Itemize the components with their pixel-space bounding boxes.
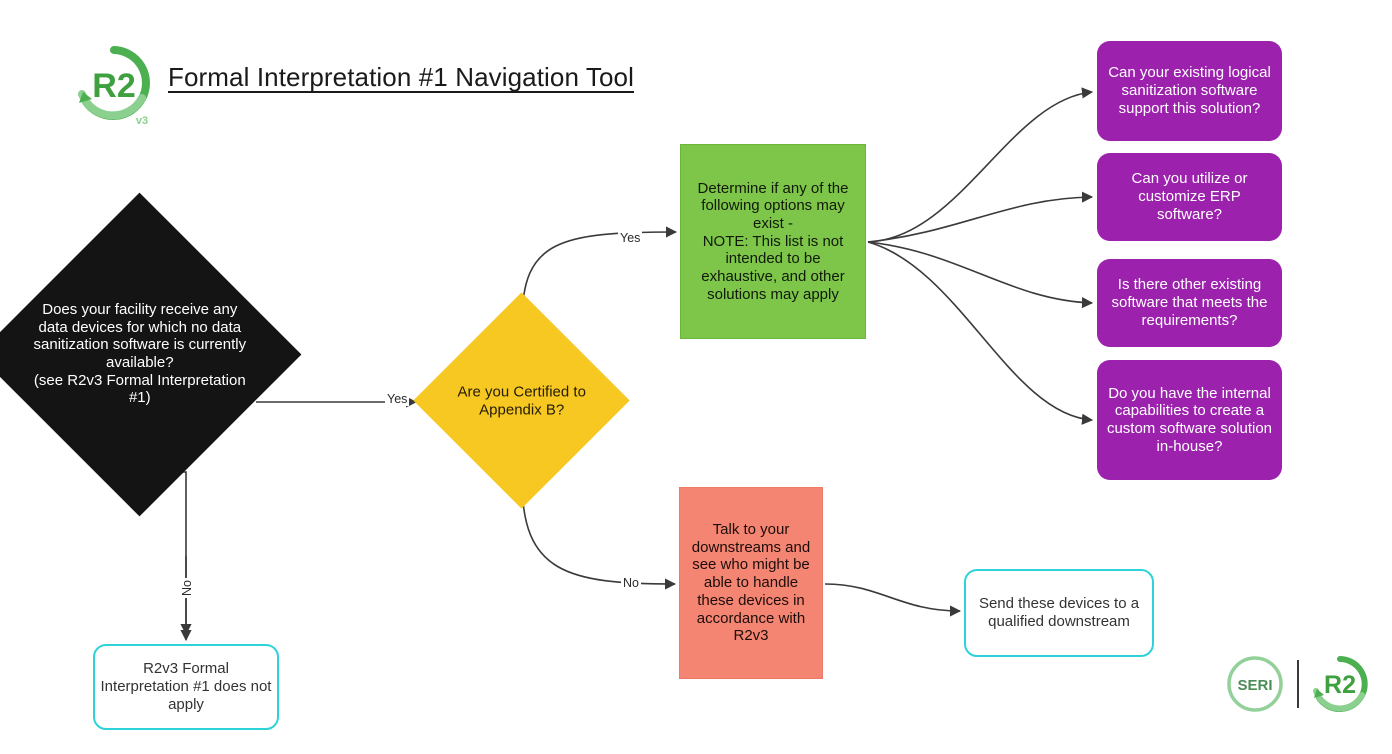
node-talk-to-downstreams-label: Talk to your downstreams and see who mig… bbox=[691, 521, 811, 645]
edge-label-appendix-yes: Yes bbox=[618, 231, 643, 245]
r2v3-logo: R2 v3 bbox=[68, 40, 160, 132]
node-option-1-label: Can you utilize or customize ERP softwar… bbox=[1131, 170, 1248, 223]
footer-logos: SERI R2 bbox=[1222, 650, 1368, 722]
edge-label-start-no: No bbox=[180, 578, 194, 598]
node-option-0-label: Can your existing logical sanitization s… bbox=[1108, 64, 1271, 117]
node-determine-options[interactable]: Determine if any of the following option… bbox=[680, 144, 866, 339]
edge-downstreams-to-qualified bbox=[824, 583, 962, 617]
node-talk-to-downstreams[interactable]: Talk to your downstreams and see who mig… bbox=[679, 487, 823, 679]
node-option-2-label: Is there other existing software that me… bbox=[1111, 276, 1268, 329]
r2-footer-arc-light bbox=[1313, 688, 1365, 712]
node-option-erp-software[interactable]: Can you utilize or customize ERP softwar… bbox=[1097, 153, 1282, 241]
edge-appendix-to-options bbox=[521, 226, 678, 323]
node-option-3-label: Do you have the internal capabilities to… bbox=[1106, 384, 1273, 455]
node-send-to-qualified-downstream-label: Send these devices to a qualified downst… bbox=[978, 595, 1140, 630]
edge-appendix-to-downstreams bbox=[521, 479, 677, 590]
v3-logo-text: v3 bbox=[136, 115, 148, 127]
node-send-to-qualified-downstream[interactable]: Send these devices to a qualified downst… bbox=[964, 569, 1154, 657]
node-option-logical-sanitization-software[interactable]: Can your existing logical sanitization s… bbox=[1097, 41, 1282, 141]
edge-options-to-purple-3 bbox=[867, 241, 1094, 425]
edge-label-start-yes: Yes bbox=[385, 392, 410, 406]
r2-logo-text: R2 bbox=[92, 67, 135, 105]
edge-options-to-purple-2 bbox=[867, 241, 1094, 309]
node-appendix-b-decision[interactable]: Are you Certified to Appendix B? bbox=[413, 292, 630, 509]
edge-options-to-purple-0 bbox=[867, 87, 1094, 243]
node-option-other-existing-software[interactable]: Is there other existing software that me… bbox=[1097, 259, 1282, 347]
page-title: Formal Interpretation #1 Navigation Tool bbox=[168, 62, 634, 92]
node-fi1-does-not-apply-label: R2v3 Formal Interpretation #1 does not a… bbox=[100, 660, 272, 713]
edge-label-appendix-no: No bbox=[621, 576, 641, 590]
node-determine-options-label: Determine if any of the following option… bbox=[697, 179, 849, 303]
r2-footer-logo-text: R2 bbox=[1324, 671, 1356, 699]
r2-footer-arrowhead bbox=[1314, 689, 1324, 698]
edge-options-to-purple-1 bbox=[867, 191, 1094, 243]
node-option-internal-capabilities[interactable]: Do you have the internal capabilities to… bbox=[1097, 360, 1282, 480]
seri-circle-icon bbox=[1227, 656, 1283, 712]
node-appendix-b-label: Are you Certified to Appendix B? bbox=[457, 382, 586, 418]
seri-logo-text: SERI bbox=[1237, 677, 1272, 694]
node-fi1-does-not-apply[interactable]: R2v3 Formal Interpretation #1 does not a… bbox=[93, 644, 279, 730]
node-start-decision[interactable]: Does your facility receive any data devi… bbox=[0, 192, 302, 517]
node-start-label: Does your facility receive any data devi… bbox=[33, 301, 246, 407]
